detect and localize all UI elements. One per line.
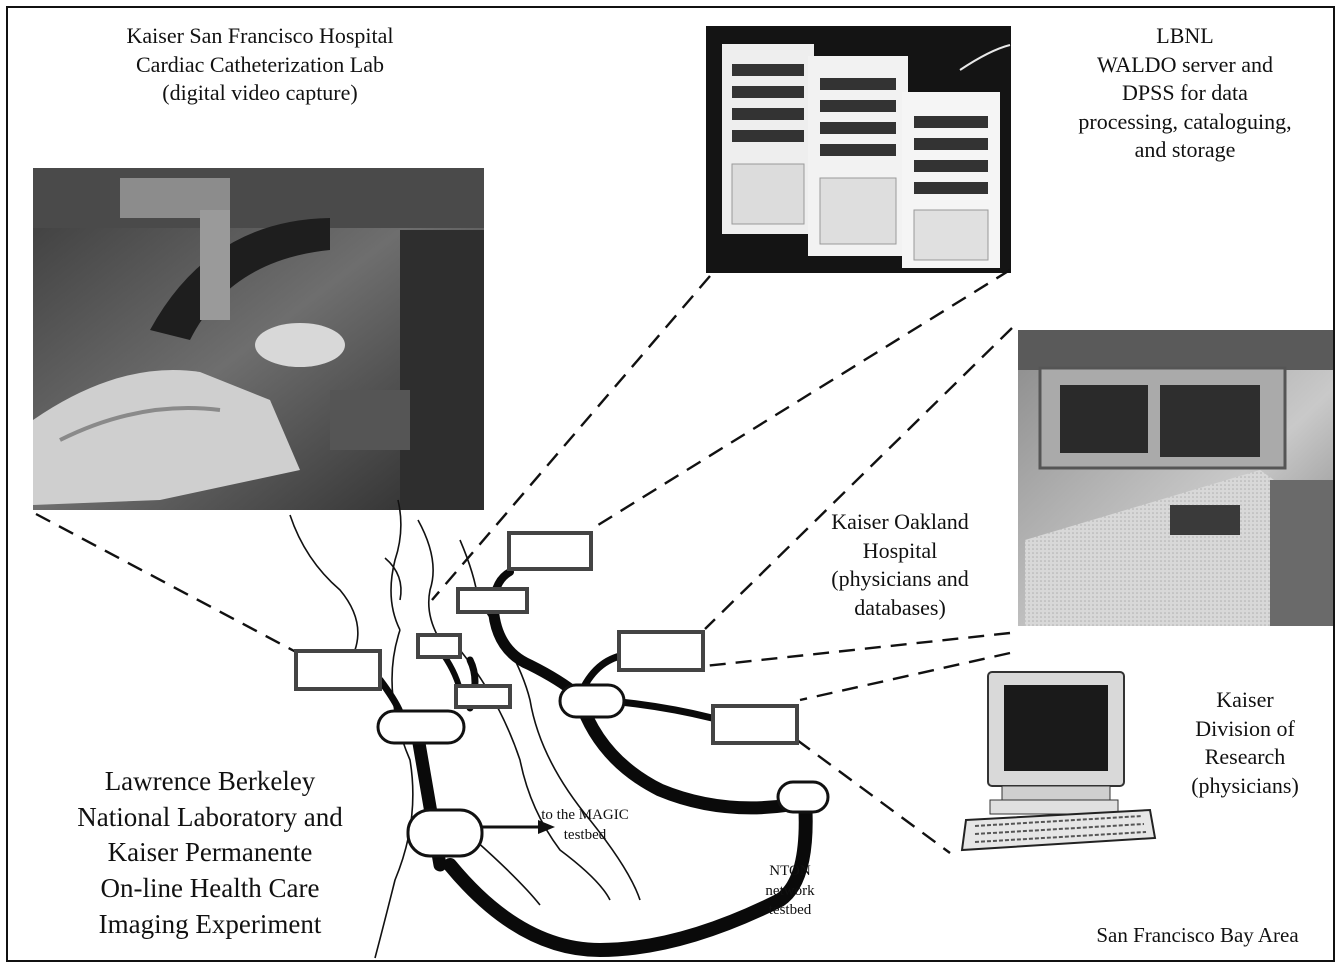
division-line-3: Research <box>1204 744 1286 770</box>
nton-testbed-label: NTON network testbed <box>745 862 835 921</box>
kaiser-sf-label: Kaiser San Francisco Hospital Cardiac Ca… <box>60 22 460 108</box>
router-node-lbnl <box>406 808 484 858</box>
magic-line-2: testbed <box>563 826 607 843</box>
router-node-sf <box>376 709 466 745</box>
site-box-lbnl-1 <box>507 531 593 571</box>
nton-line-3: testbed <box>768 902 812 918</box>
title-line-3: Kaiser Permanente <box>107 837 313 868</box>
lbnl-line-4: processing, cataloguing, <box>1078 108 1292 134</box>
site-box-sf <box>294 649 382 691</box>
title-line-2: National Laboratory and <box>77 801 343 832</box>
router-nodes <box>376 683 830 858</box>
kaiser-division-label: Kaiser Division of Research (physicians) <box>1165 686 1325 800</box>
oakland-line-3: (physicians and <box>831 566 969 592</box>
servers-photo <box>706 26 1011 273</box>
lbnl-line-3: DPSS for data <box>1122 80 1248 106</box>
site-box-lbnl-2 <box>456 587 529 614</box>
site-boxes <box>294 531 799 745</box>
division-computer-illustration <box>960 671 1157 852</box>
cath-lab-photo <box>33 168 484 510</box>
oakland-workstation-photo <box>1018 330 1333 626</box>
nton-line-2: network <box>765 882 815 899</box>
nton-line-1: NTON <box>769 863 811 879</box>
site-box-division <box>711 704 799 745</box>
magic-arrow <box>480 820 555 834</box>
division-line-1: Kaiser <box>1216 687 1274 712</box>
router-node-oakland <box>558 683 626 719</box>
kaiser-sf-line-3: (digital video capture) <box>162 80 358 106</box>
oakland-line-2: Hospital <box>862 537 938 563</box>
division-line-4: (physicians) <box>1191 772 1299 798</box>
kaiser-sf-line-2: Cardiac Catheterization Lab <box>136 51 384 77</box>
lbnl-label: LBNL WALDO server and DPSS for data proc… <box>1035 22 1335 165</box>
title-line-1: Lawrence Berkeley <box>104 766 316 796</box>
kaiser-oakland-label: Kaiser Oakland Hospital (physicians and … <box>795 508 1005 622</box>
experiment-title: Lawrence Berkeley National Laboratory an… <box>30 764 390 942</box>
lbnl-line-2: WALDO server and <box>1097 51 1273 77</box>
magic-testbed-label: to the MAGIC testbed <box>520 806 650 845</box>
lbnl-line-1: LBNL <box>1156 23 1214 48</box>
diagram-frame <box>6 6 1335 962</box>
site-box-hub-2 <box>454 684 512 709</box>
lbnl-line-5: and storage <box>1134 137 1236 163</box>
kaiser-sf-line-1: Kaiser San Francisco Hospital <box>126 23 394 48</box>
site-box-oakland <box>617 630 705 672</box>
magic-line-1: to the MAGIC <box>541 807 629 823</box>
network-links <box>376 568 813 958</box>
division-line-2: Division of <box>1195 715 1295 741</box>
oakland-line-4: databases) <box>854 594 946 620</box>
router-node-east <box>776 780 830 814</box>
oakland-line-1: Kaiser Oakland <box>831 509 969 534</box>
title-line-4: On-line Health Care <box>100 872 320 903</box>
title-line-5: Imaging Experiment <box>98 908 322 939</box>
site-box-hub-1 <box>416 633 462 659</box>
dashed-connectors <box>35 268 1013 854</box>
region-label: San Francisco Bay Area <box>1096 923 1299 947</box>
